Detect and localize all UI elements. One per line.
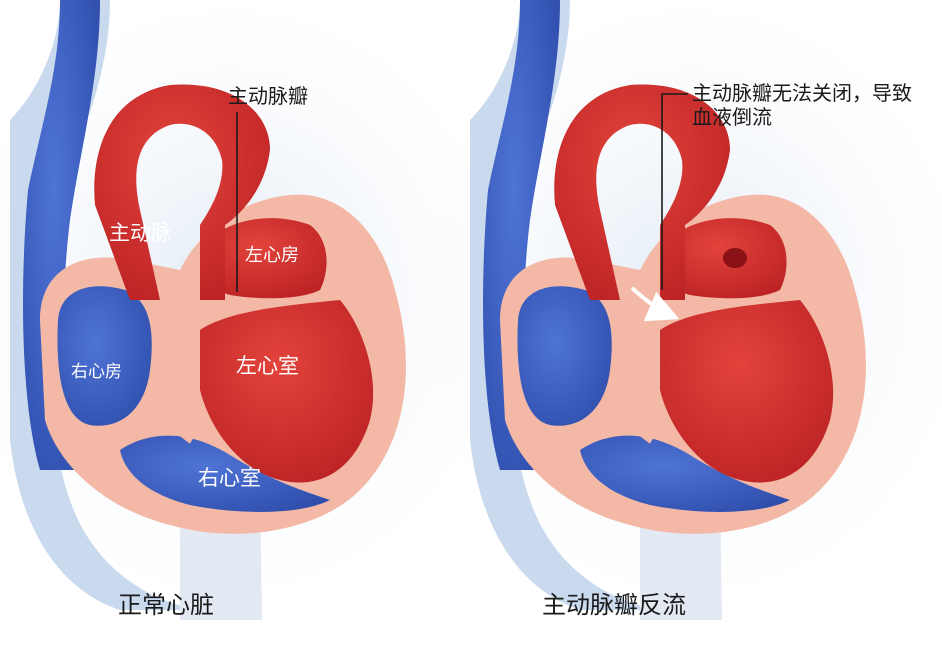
- callout-line-2: 血液倒流: [692, 105, 772, 129]
- septum-right: [615, 335, 658, 444]
- left-ventricle-left: [200, 300, 374, 483]
- normal-heart: 主动脉瓣 主动脉 左心房 右心房 左心室 右心室 正常心脏: [0, 0, 500, 620]
- caption-regurgitation: 主动脉瓣反流: [542, 591, 686, 619]
- label-right-atrium: 右心房: [71, 362, 122, 382]
- label-right-ventricle: 右心室: [198, 466, 261, 490]
- right-ventricle-left: [120, 435, 330, 512]
- septum-left: [155, 335, 198, 444]
- right-atrium-left: [57, 286, 152, 426]
- label-left-atrium: 左心房: [245, 245, 299, 266]
- left-ventricle-right: [660, 300, 834, 483]
- right-atrium-right: [517, 286, 612, 426]
- regurgitation-heart: 主动脉瓣无法关闭，导致 血液倒流 主动脉瓣反流: [420, 0, 942, 620]
- pulmonary-opening-right: [723, 248, 747, 268]
- label-aortic-valve: 主动脉瓣: [228, 84, 308, 108]
- aorta-right: [554, 84, 730, 301]
- right-ventricle-right: [580, 435, 790, 512]
- aorta-left: [94, 84, 270, 301]
- label-aorta: 主动脉: [109, 221, 172, 245]
- callout-line-1: 主动脉瓣无法关闭，导致: [692, 81, 912, 105]
- backflow-arrow: [630, 286, 680, 322]
- regurgitation-leader: [661, 93, 688, 290]
- caption-normal-heart: 正常心脏: [118, 591, 214, 619]
- label-left-ventricle: 左心室: [236, 354, 299, 378]
- left-atrium-left: [200, 218, 327, 299]
